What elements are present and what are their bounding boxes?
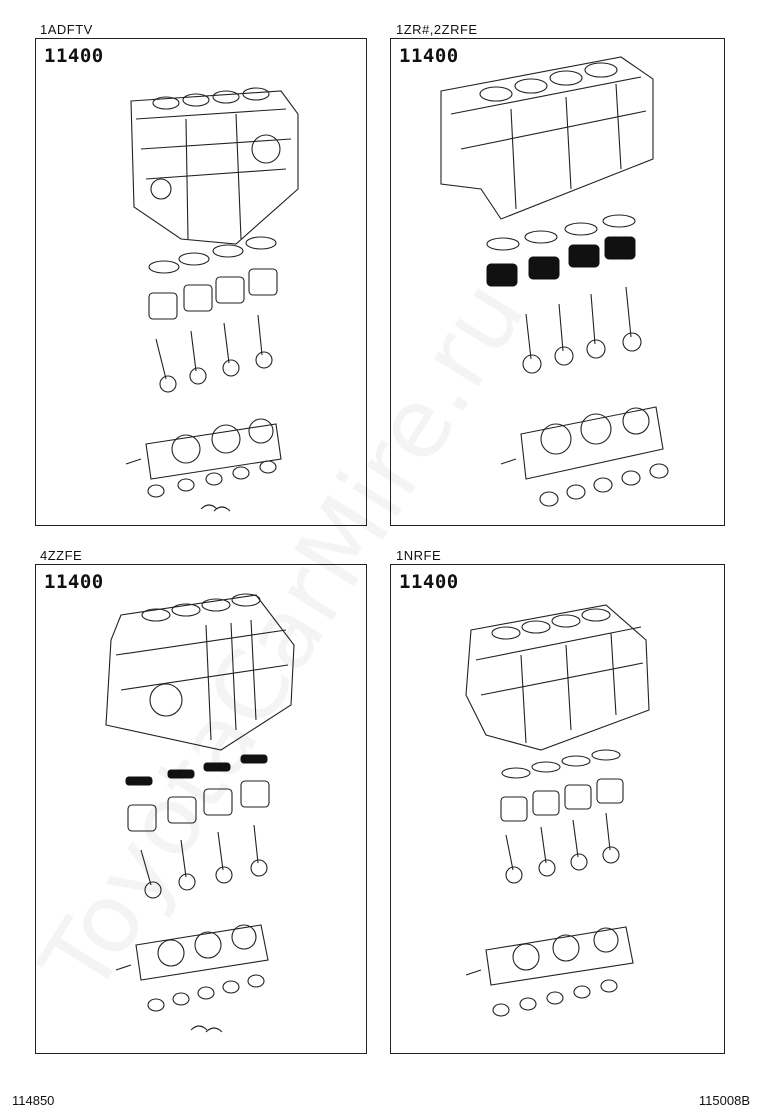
panel-1adftv: 11400 bbox=[35, 38, 367, 526]
panel-4zzfe: 11400 bbox=[35, 564, 367, 1054]
engine-parts-illustration bbox=[440, 56, 669, 507]
part-code: 11400 bbox=[399, 45, 459, 67]
engine-parts-illustration bbox=[125, 87, 299, 512]
connecting-rods bbox=[155, 314, 273, 393]
engine-parts-illustration bbox=[465, 604, 650, 1017]
piston-rings bbox=[125, 754, 268, 786]
piston-rings bbox=[501, 749, 621, 779]
cylinder-block bbox=[465, 604, 650, 751]
part-code: 11400 bbox=[44, 571, 104, 593]
panel-2-caption: 1ZR#,2ZRFE bbox=[396, 22, 478, 37]
panel-3-caption: 4ZZFE bbox=[40, 548, 83, 563]
main-bearings bbox=[147, 974, 265, 1033]
piston-rings bbox=[486, 214, 636, 251]
main-bearings bbox=[492, 979, 618, 1017]
part-code: 11400 bbox=[399, 571, 459, 593]
panel-1-caption: 1ADFTV bbox=[40, 22, 93, 37]
footer-right-code: 115008B bbox=[698, 1093, 750, 1108]
piston-rings bbox=[148, 236, 277, 274]
panel-1nrfe: 11400 bbox=[390, 564, 725, 1054]
cylinder-block bbox=[440, 56, 654, 220]
cylinder-block bbox=[105, 593, 295, 751]
cylinder-block bbox=[130, 87, 299, 245]
crankshaft bbox=[465, 926, 634, 986]
engine-parts-illustration bbox=[105, 593, 295, 1033]
part-code: 11400 bbox=[44, 45, 104, 67]
pistons bbox=[486, 236, 636, 287]
crankshaft bbox=[500, 406, 664, 480]
crankshaft bbox=[115, 924, 269, 981]
connecting-rods bbox=[522, 286, 642, 374]
crankshaft bbox=[125, 418, 282, 480]
pistons bbox=[500, 778, 624, 822]
main-bearings bbox=[147, 460, 277, 512]
footer-left-code: 114850 bbox=[12, 1093, 55, 1108]
pistons bbox=[148, 268, 278, 320]
main-bearings bbox=[539, 463, 669, 507]
panel-4-caption: 1NRFE bbox=[396, 548, 442, 563]
panel-1zr-2zrfe: 11400 bbox=[390, 38, 725, 526]
connecting-rods bbox=[140, 824, 268, 899]
connecting-rods bbox=[505, 812, 620, 884]
pistons bbox=[127, 780, 270, 832]
